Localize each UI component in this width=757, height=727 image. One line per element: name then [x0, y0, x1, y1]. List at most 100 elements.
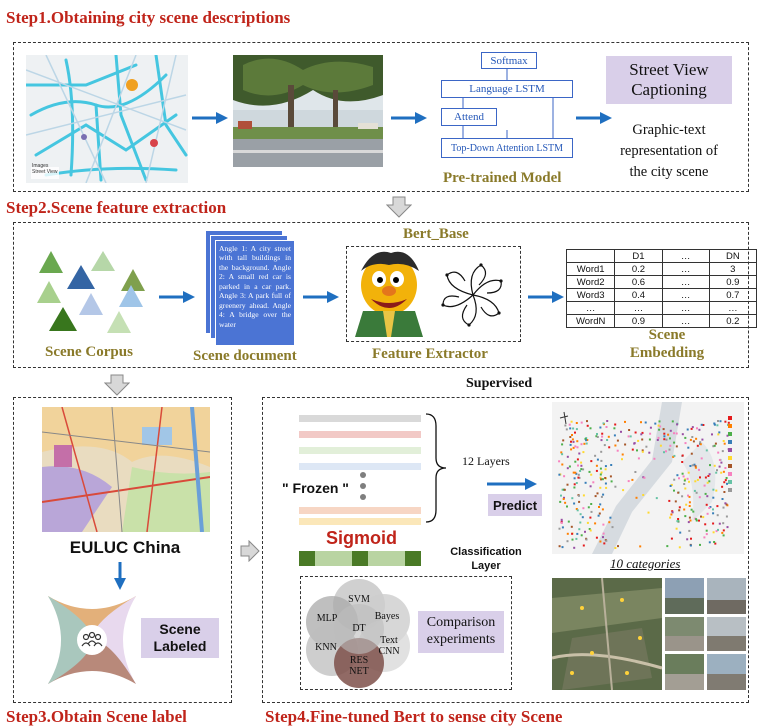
land-use-point — [594, 522, 596, 524]
table-cell: 3 — [709, 263, 756, 276]
land-use-point — [581, 422, 583, 424]
table-cell: … — [709, 302, 756, 315]
land-use-point — [600, 460, 602, 462]
land-use-point — [723, 507, 725, 509]
land-use-point — [596, 470, 598, 472]
table-row: Word2 0.6 … 0.9 — [567, 276, 757, 289]
land-use-point — [706, 495, 708, 497]
land-use-point — [673, 432, 675, 434]
land-use-point — [603, 542, 605, 544]
land-use-point — [649, 433, 651, 435]
land-use-point — [602, 508, 604, 510]
land-use-point — [603, 533, 605, 535]
land-use-point — [712, 489, 714, 491]
land-use-point — [596, 537, 598, 539]
land-use-point — [673, 490, 675, 492]
land-use-point — [570, 448, 572, 450]
table-row: … … … … — [567, 302, 757, 315]
euluc-map-image — [42, 407, 210, 532]
land-use-point — [561, 519, 563, 521]
land-use-point — [704, 485, 706, 487]
street-map-image: Images Street View — [26, 55, 188, 183]
land-use-point — [602, 494, 604, 496]
land-use-point — [562, 439, 564, 441]
land-use-point — [663, 451, 665, 453]
land-use-point — [574, 472, 576, 474]
arrow-corpus-to-document — [157, 289, 197, 305]
land-use-point — [657, 439, 659, 441]
land-use-point — [707, 482, 709, 484]
land-use-point — [715, 490, 717, 492]
land-use-point — [580, 465, 582, 467]
land-use-point — [720, 472, 722, 474]
land-use-point — [679, 532, 681, 534]
land-use-point — [670, 485, 672, 487]
land-use-point — [725, 479, 727, 481]
land-use-point — [665, 450, 667, 452]
land-use-point — [671, 538, 673, 540]
land-use-point — [599, 541, 601, 543]
land-use-point — [712, 512, 714, 514]
mlp-label: MLP — [314, 614, 340, 625]
land-use-point — [683, 475, 685, 477]
attend-block: Attend — [441, 108, 497, 126]
land-use-point — [573, 547, 575, 549]
land-use-point — [561, 464, 563, 466]
land-use-point — [692, 464, 694, 466]
land-use-point — [563, 475, 565, 477]
scene-document-label: Scene document — [193, 348, 297, 365]
land-use-point — [669, 449, 671, 451]
land-use-point — [570, 444, 572, 446]
land-use-point — [702, 516, 704, 518]
land-use-point — [559, 501, 561, 503]
land-use-point — [590, 427, 592, 429]
land-use-point — [695, 467, 697, 469]
land-use-point — [569, 466, 571, 468]
land-use-point — [571, 421, 573, 423]
table-cell: WordN — [567, 315, 615, 328]
land-use-point — [585, 482, 587, 484]
land-use-point — [689, 517, 691, 519]
scene-document: Angle 1: A city street with tall buildin… — [215, 240, 295, 346]
land-use-point — [577, 509, 579, 511]
graphic-text-representation: Graphic-text representation of the city … — [608, 120, 730, 183]
land-use-point — [694, 490, 696, 492]
table-cell: Word3 — [567, 289, 615, 302]
land-use-point — [668, 500, 670, 502]
land-use-point — [670, 430, 672, 432]
land-use-point — [576, 422, 578, 424]
land-use-point — [724, 502, 726, 504]
land-use-point — [586, 420, 588, 422]
comparison-experiments-box: Comparisonexperiments — [418, 611, 504, 653]
bert-box — [346, 246, 521, 342]
land-use-point — [720, 462, 722, 464]
land-use-point — [571, 497, 573, 499]
land-use-point — [560, 495, 562, 497]
land-use-point — [613, 427, 615, 429]
land-use-point — [681, 495, 683, 497]
land-use-point — [707, 475, 709, 477]
land-use-point — [669, 517, 671, 519]
land-use-point — [605, 483, 607, 485]
gray-arrow-step2-to-step3 — [104, 374, 130, 396]
land-use-point — [693, 440, 695, 442]
legend-swatch — [728, 488, 732, 492]
table-cell: 0.6 — [615, 276, 662, 289]
land-use-point — [602, 478, 604, 480]
land-use-point — [581, 443, 583, 445]
land-use-point — [689, 505, 691, 507]
land-use-point — [567, 484, 569, 486]
dt-label: DT — [346, 624, 372, 635]
land-use-point — [687, 478, 689, 480]
land-use-point — [614, 424, 616, 426]
land-use-point — [632, 449, 634, 451]
table-row: Word1 0.2 … 3 — [567, 263, 757, 276]
land-use-point — [724, 467, 726, 469]
land-use-point — [723, 491, 725, 493]
scene-labeled-box: SceneLabeled — [141, 618, 219, 658]
table-cell: 0.7 — [709, 289, 756, 302]
land-use-point — [612, 526, 614, 528]
table-cell: Word1 — [567, 263, 615, 276]
land-use-point — [574, 483, 576, 485]
land-use-point — [588, 506, 590, 508]
